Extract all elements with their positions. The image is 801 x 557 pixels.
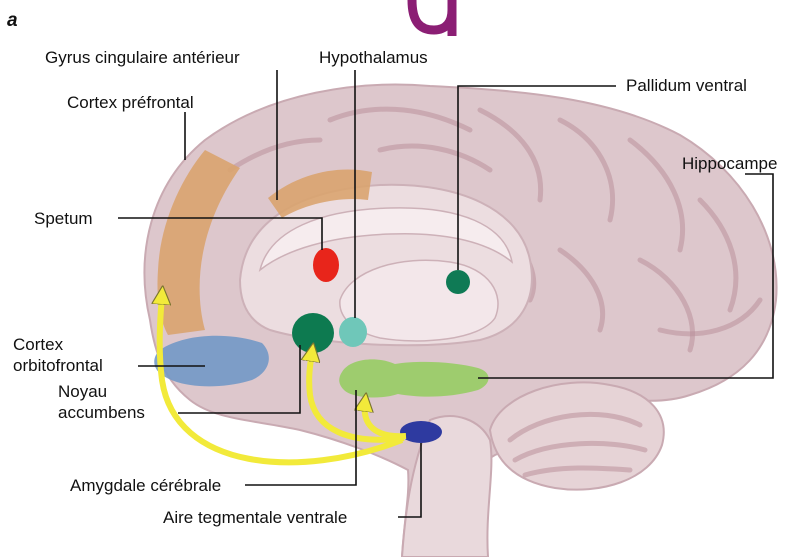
label-orbitofrontal-line2: orbitofrontal [13,356,103,375]
septum-region [313,248,339,282]
accumbens-region [292,313,334,353]
pallidum-region [446,270,470,294]
label-anterior-cingulate: Gyrus cingulaire antérieur [45,48,240,67]
label-hypothalamus: Hypothalamus [319,48,428,67]
label-prefrontal-cortex: Cortex préfrontal [67,93,194,112]
panel-label: a [7,10,18,31]
cropped-title-glyph [412,0,452,36]
label-ventral-pallidum: Pallidum ventral [626,76,747,95]
label-accumbens-line2: accumbens [58,403,145,422]
hypothalamus-region [339,317,367,347]
label-amygdala: Amygdale cérébrale [70,476,221,495]
label-vta: Aire tegmentale ventrale [163,508,347,527]
label-hippocampus: Hippocampe [682,154,777,173]
label-orbitofrontal-line1: Cortex [13,335,64,354]
label-accumbens-line1: Noyau [58,382,107,401]
vta-region [400,421,442,443]
label-septum: Spetum [34,209,93,228]
